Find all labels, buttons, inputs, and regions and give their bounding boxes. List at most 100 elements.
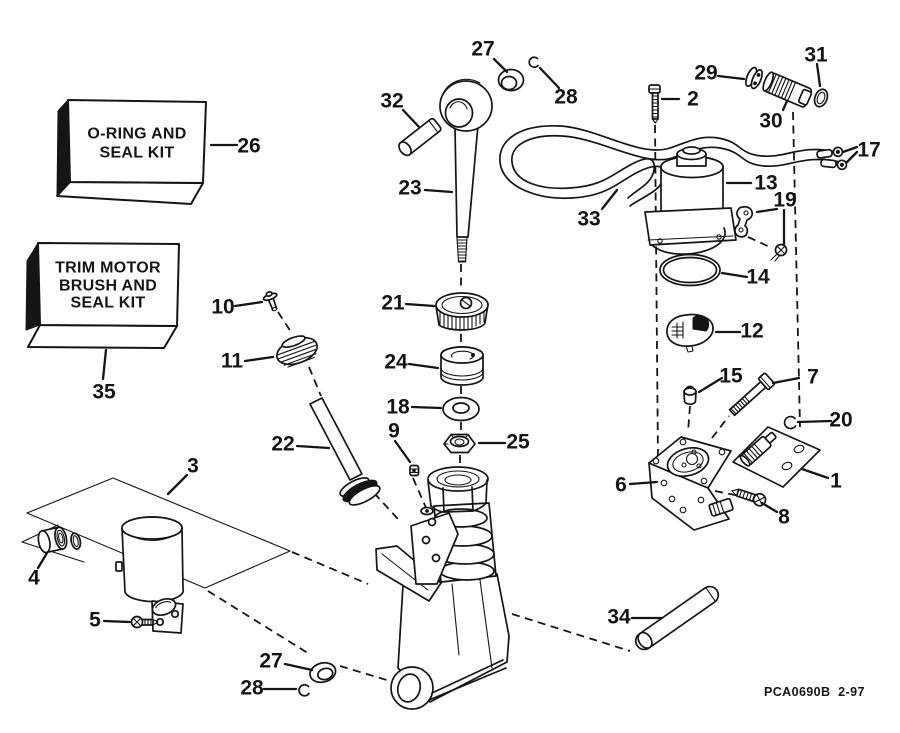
- callout-30: 30: [759, 110, 782, 133]
- callout-leader-23: [423, 188, 454, 194]
- callout-5: 5: [89, 609, 101, 632]
- valve-gasket-plate: [732, 426, 821, 488]
- callout-leader-24: [407, 362, 440, 370]
- callout-13: 13: [754, 172, 777, 195]
- callout-14: 14: [746, 266, 770, 289]
- kit-box-35-line2: BRUSH AND: [59, 278, 157, 295]
- callout-leader-8: [760, 501, 779, 514]
- lock-nut: [443, 433, 476, 454]
- callout-leader-27: [283, 662, 314, 672]
- callout-23: 23: [398, 177, 421, 200]
- callout-12: 12: [740, 320, 763, 343]
- kit-box-35-line3: SEAL KIT: [70, 295, 145, 312]
- cylinder-housing: [375, 466, 510, 710]
- o-ring-valve: [783, 415, 797, 430]
- plug-screw: [683, 385, 697, 406]
- electric-motor: [644, 146, 737, 255]
- callout-leader-3: [166, 473, 189, 496]
- callout-leader-20: [796, 419, 833, 424]
- callout-leader-7: [771, 376, 801, 385]
- callout-leader-4: [36, 551, 49, 570]
- callout-26: 26: [237, 135, 260, 158]
- callout-leader-17: [845, 150, 859, 164]
- callout-leader-19: [755, 207, 779, 214]
- o-ring-small-top: [813, 88, 829, 108]
- callout-17: 17: [857, 139, 880, 162]
- callout-18: 18: [386, 396, 410, 419]
- callout-leader-22: [295, 444, 331, 450]
- callout-leader-29: [716, 74, 746, 81]
- small-nut: [409, 464, 420, 477]
- reservoir-screw: [130, 615, 159, 629]
- mounting-screw: [648, 84, 661, 124]
- callout-28: 28: [554, 86, 578, 109]
- callout-22: 22: [271, 433, 294, 456]
- brush-spool: [762, 71, 813, 108]
- callout-4: 4: [28, 567, 40, 590]
- manifold-screw: [731, 488, 767, 507]
- callout-leader-11: [243, 355, 275, 363]
- snap-ring-bottom: [298, 683, 310, 697]
- dashed-alignment-lines: [207, 111, 801, 682]
- callout-leader-18: [410, 405, 443, 410]
- callout-32: 32: [380, 90, 403, 113]
- kit-box-26-line2: SEAL KIT: [99, 145, 174, 162]
- callout-leader-6: [628, 480, 659, 486]
- pump-manifold: [648, 436, 734, 531]
- callout-leader-1: [800, 467, 830, 480]
- terminal-lugs: [816, 146, 848, 171]
- callout-leader-31: [815, 62, 822, 88]
- callout-leader-30: [781, 99, 789, 112]
- callout-leader-10: [233, 300, 264, 308]
- callout-2: 2: [687, 88, 699, 111]
- callout-leader-32: [401, 108, 421, 129]
- callout-27: 27: [259, 650, 282, 673]
- callout-leader-28: [538, 66, 561, 90]
- callout-28: 28: [240, 677, 264, 700]
- valve-bolt: [728, 372, 776, 417]
- callout-1: 1: [830, 470, 842, 493]
- callout-leader-14: [720, 271, 749, 279]
- callout-leader-17: [841, 145, 859, 154]
- brush-holder-cam: [666, 313, 714, 353]
- kit-box-26-line1: O-RING AND: [87, 126, 186, 143]
- callout-21: 21: [381, 292, 405, 315]
- seal-cap-bottom: [309, 661, 337, 684]
- kit-box-o-ring-seal: O-RING AND SEAL KIT: [56, 99, 207, 205]
- bleed-screw-pin: [262, 291, 278, 312]
- callout-leader-27: [492, 57, 509, 74]
- callout-20: 20: [829, 409, 852, 432]
- diagram-part-code: PCA0690B 2-97: [764, 685, 865, 699]
- assembly-plane-outline: [26, 477, 291, 589]
- callout-leader-5: [102, 619, 132, 624]
- wire-harness: [499, 125, 841, 207]
- link-lever-and-screw: [734, 205, 788, 262]
- callout-34: 34: [607, 606, 631, 629]
- spring-coil: [275, 335, 319, 368]
- snap-ring-top: [528, 56, 539, 69]
- trim-rod: [309, 397, 381, 506]
- callout-25: 25: [506, 431, 530, 454]
- callout-29: 29: [694, 62, 717, 85]
- callout-33: 33: [577, 208, 600, 231]
- pivot-pin: [634, 585, 720, 651]
- callout-9: 9: [388, 420, 400, 443]
- reservoir: [115, 516, 185, 634]
- callout-leader-21: [404, 302, 436, 308]
- callout-11: 11: [221, 350, 244, 373]
- callout-8: 8: [778, 506, 790, 529]
- bushing-and-o-ring: [21, 524, 85, 563]
- callout-6: 6: [615, 474, 627, 497]
- callout-31: 31: [804, 44, 828, 67]
- callout-10: 10: [211, 296, 234, 319]
- piston-cap: [435, 292, 489, 331]
- cylindrical-pin: [398, 117, 442, 157]
- callout-leader-35: [101, 348, 108, 381]
- callout-19: 19: [773, 189, 796, 212]
- seal-cap-top: [497, 68, 525, 92]
- callout-leader-9: [393, 439, 412, 464]
- callout-15: 15: [719, 365, 743, 388]
